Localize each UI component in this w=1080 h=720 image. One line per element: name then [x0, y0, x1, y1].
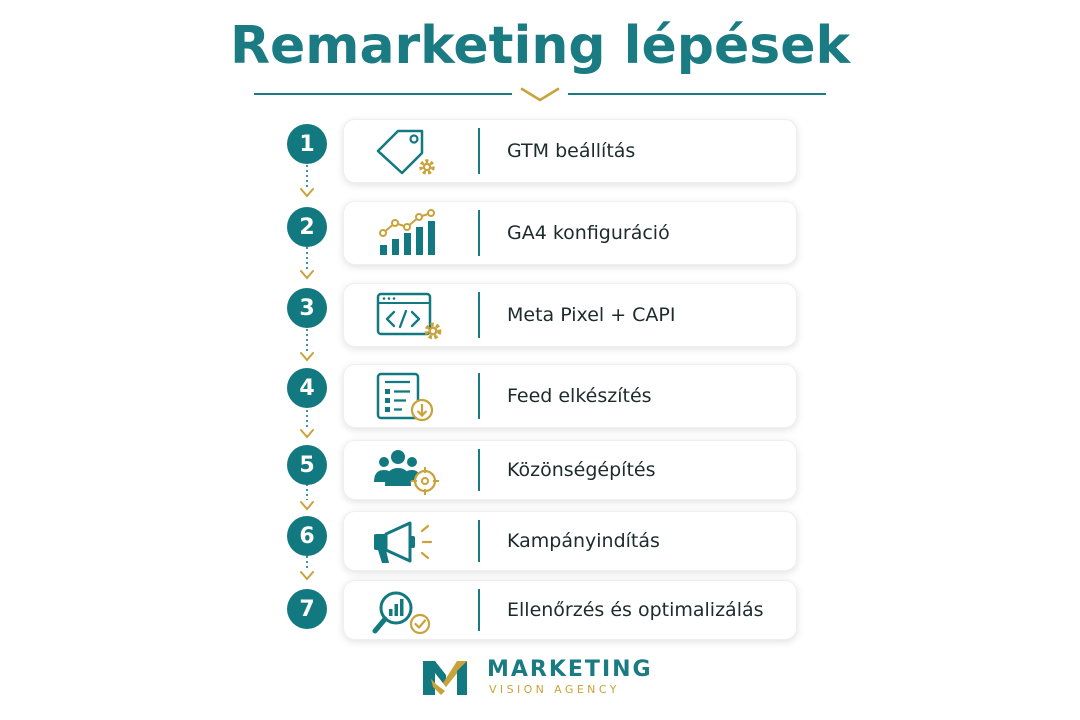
- tag-gear-icon: [370, 125, 450, 177]
- step-label: Meta Pixel + CAPI: [507, 304, 676, 326]
- step-number: 6: [287, 516, 327, 556]
- step-label: Közönségépítés: [507, 459, 656, 481]
- step-card: Kampányindítás: [343, 511, 797, 571]
- logo-subtitle: VISION AGENCY: [489, 683, 620, 696]
- title-divider: [254, 85, 826, 107]
- step-5: 5 Közönségépítés: [0, 440, 1080, 510]
- magnifier-check-icon: [370, 586, 450, 638]
- step-7: 7 Ellenőrzés és optimalizálás: [0, 580, 1080, 650]
- step-card: GTM beállítás: [343, 119, 797, 183]
- code-window-gear-icon: [370, 289, 450, 341]
- step-card: Közönségépítés: [343, 440, 797, 500]
- step-connector: [300, 484, 314, 511]
- step-2: 2 GA4 konfiguráció: [0, 201, 1080, 271]
- step-label: Ellenőrzés és optimalizálás: [507, 599, 764, 621]
- company-logo: MARKETING VISION AGENCY: [421, 657, 651, 699]
- step-number: 5: [287, 445, 327, 485]
- step-3: 3 Meta Pixel + CAPI: [0, 283, 1080, 353]
- step-1: 1 GTM beállítás: [0, 119, 1080, 189]
- step-6: 6 Kampányindítás: [0, 511, 1080, 581]
- audience-target-icon: [370, 446, 450, 498]
- step-number: 3: [287, 288, 327, 328]
- step-card: Ellenőrzés és optimalizálás: [343, 580, 797, 640]
- logo-mark-icon: [423, 661, 467, 695]
- step-number: 4: [287, 368, 327, 408]
- step-4: 4 Feed elkészítés: [0, 364, 1080, 434]
- step-connector: [300, 165, 314, 198]
- step-connector: [300, 556, 314, 581]
- step-card: Meta Pixel + CAPI: [343, 283, 797, 347]
- bar-chart-trend-icon: [370, 207, 450, 259]
- step-label: GTM beállítás: [507, 140, 636, 162]
- logo-name: MARKETING: [487, 657, 653, 682]
- step-label: Kampányindítás: [507, 530, 660, 552]
- step-connector: [300, 329, 314, 362]
- step-connector: [300, 410, 314, 439]
- step-number: 2: [287, 207, 327, 247]
- step-card: Feed elkészítés: [343, 364, 797, 428]
- step-connector: [300, 247, 314, 280]
- step-number: 7: [287, 589, 327, 629]
- step-label: Feed elkészítés: [507, 385, 652, 407]
- chevron-down-icon: [520, 87, 560, 102]
- page-title: Remarketing lépések: [229, 16, 851, 76]
- step-card: GA4 konfiguráció: [343, 201, 797, 265]
- step-number: 1: [287, 124, 327, 164]
- megaphone-icon: [370, 517, 450, 569]
- step-label: GA4 konfiguráció: [507, 222, 670, 244]
- document-download-icon: [370, 370, 450, 422]
